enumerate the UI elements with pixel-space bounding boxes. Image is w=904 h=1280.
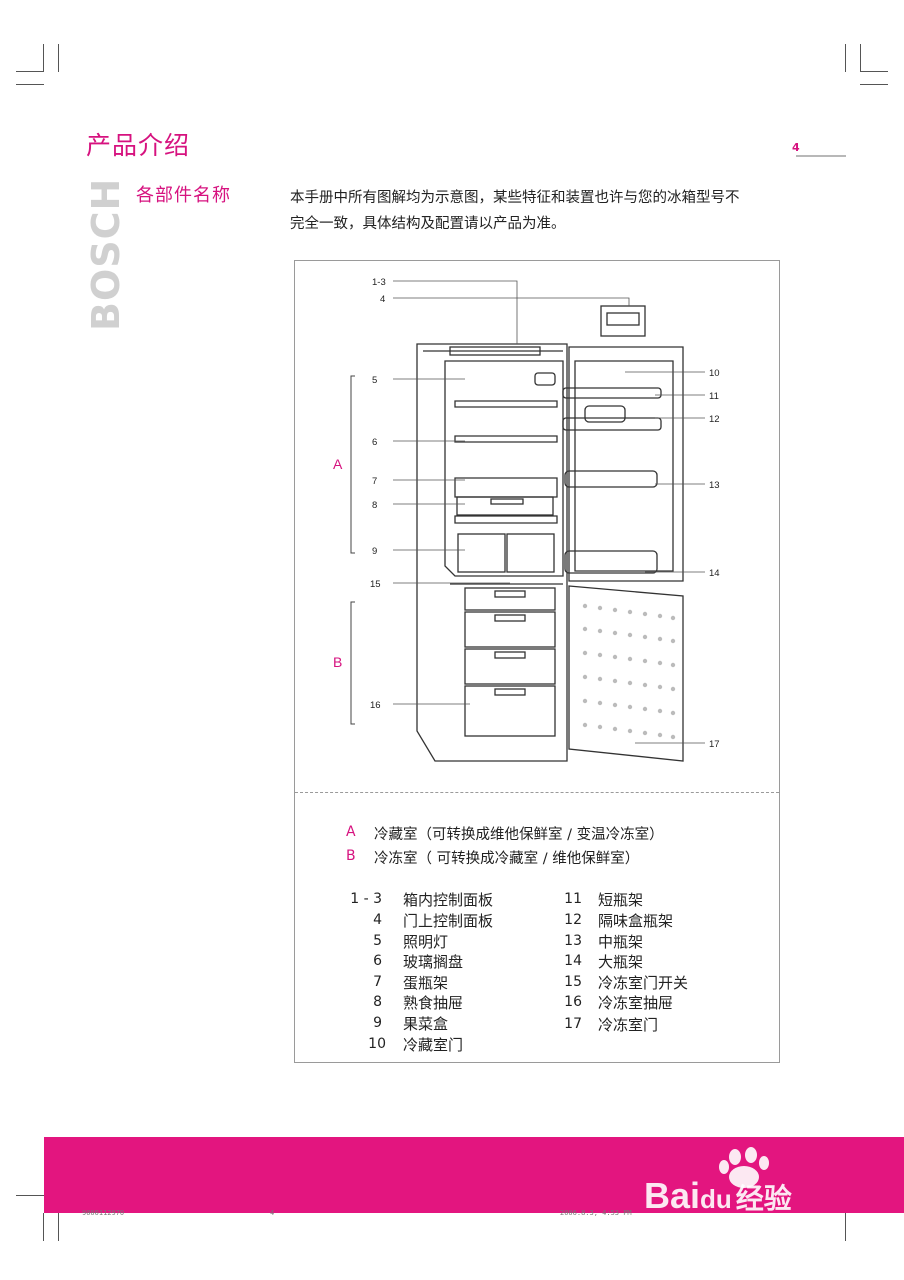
footer-page: 4 <box>270 1209 275 1217</box>
part-number: 5 <box>373 933 382 949</box>
part-name: 果菜盒 <box>403 1015 449 1033</box>
paw-icon <box>719 1147 769 1188</box>
crop-mark <box>58 44 59 72</box>
footer-band <box>44 1137 904 1213</box>
watermark-brand-du: du <box>700 1184 732 1214</box>
crop-mark <box>860 44 861 72</box>
intro-paragraph: 本手册中所有图解均为示意图，某些特征和装置也许与您的冰箱型号不 完全一致，具体结… <box>290 185 790 237</box>
part-name: 箱内控制面板 <box>403 891 494 909</box>
callout-label: 11 <box>709 391 719 402</box>
callout-label: 14 <box>709 568 720 579</box>
callout-label: 15 <box>370 579 381 590</box>
part-number: 11 <box>564 891 582 907</box>
part-name: 中瓶架 <box>598 933 644 951</box>
figure-frame <box>294 260 780 1063</box>
section-b-label: B <box>333 654 342 670</box>
footer-timestamp: 2006.8.3, 4:53 PM <box>560 1209 632 1217</box>
part-number: 10 <box>368 1036 386 1052</box>
callout-label: 6 <box>372 437 377 448</box>
watermark-cn: 经验 <box>735 1183 792 1214</box>
part-name: 门上控制面板 <box>403 912 494 930</box>
watermark-brand-text: Bai <box>644 1175 701 1216</box>
callout-label: 12 <box>709 414 720 425</box>
intro-line: 完全一致，具体结构及配置请以产品为准。 <box>290 216 566 232</box>
figure-divider <box>295 792 779 793</box>
crop-mark <box>16 84 44 85</box>
part-number: 12 <box>564 912 582 928</box>
part-name: 短瓶架 <box>598 891 644 909</box>
crop-mark <box>58 1213 59 1241</box>
crop-mark <box>16 1195 44 1196</box>
part-name: 熟食抽屉 <box>403 994 464 1012</box>
part-name: 冷冻室门 <box>598 1016 659 1034</box>
part-number: 13 <box>564 933 582 949</box>
part-number: 14 <box>564 953 582 969</box>
crop-mark <box>43 1213 44 1241</box>
part-name: 玻璃搁盘 <box>403 953 464 971</box>
page-number-rule <box>796 155 846 157</box>
callout-label: 9 <box>372 546 377 557</box>
callout-label: 5 <box>372 375 377 386</box>
part-number: 15 <box>564 974 582 990</box>
callout-label: 10 <box>709 368 720 379</box>
part-name: 隔味盒瓶架 <box>598 912 674 930</box>
intro-line: 本手册中所有图解均为示意图，某些特征和装置也许与您的冰箱型号不 <box>290 190 740 206</box>
legend-a-key: A <box>346 824 356 840</box>
section-subtitle: 各部件名称 <box>136 185 231 206</box>
legend-b-text: 冷冻室（ 可转换成冷藏室 / 维他保鲜室） <box>374 851 640 867</box>
part-number: 4 <box>373 912 382 928</box>
part-number: 16 <box>564 994 582 1010</box>
part-name: 冷冻室抽屉 <box>598 994 674 1012</box>
brand-logo: BOSCH <box>84 177 128 331</box>
footer-code: 9000112970 <box>82 1209 125 1217</box>
part-number: 7 <box>373 974 382 990</box>
crop-mark <box>860 84 888 85</box>
callout-label: 16 <box>370 700 381 711</box>
crop-mark <box>16 71 44 72</box>
callout-label: 17 <box>709 739 720 750</box>
legend-a-text: 冷藏室（可转换成维他保鲜室 / 变温冷冻室） <box>374 827 664 843</box>
callout-label: 8 <box>372 500 377 511</box>
callout-label: 13 <box>709 480 720 491</box>
crop-mark <box>43 44 44 72</box>
refrigerator-diagram: 1-3 4 5 6 7 8 9 15 16 10 11 12 13 14 17 … <box>333 277 720 762</box>
legend-b-key: B <box>346 848 356 864</box>
watermark-url: jingyan.baidu.com <box>648 1222 778 1239</box>
section-a-label: A <box>333 456 343 472</box>
part-name: 照明灯 <box>403 933 449 951</box>
part-number: 17 <box>564 1016 582 1032</box>
part-number: 9 <box>373 1015 382 1031</box>
crop-mark <box>860 71 888 72</box>
crop-mark <box>845 44 846 72</box>
part-name: 冷藏室门 <box>403 1036 464 1054</box>
page-number: 4 <box>792 141 800 154</box>
crop-mark <box>845 1213 846 1241</box>
part-number: 6 <box>373 953 382 969</box>
part-name: 冷冻室门开关 <box>598 974 689 992</box>
callout-label: 1-3 <box>372 277 386 288</box>
part-number: 1 - 3 <box>350 891 382 907</box>
part-number: 8 <box>373 994 382 1010</box>
callout-label: 4 <box>380 294 385 305</box>
callout-label: 7 <box>372 476 377 487</box>
page-title: 产品介绍 <box>86 131 191 160</box>
part-name: 大瓶架 <box>598 953 644 971</box>
part-name: 蛋瓶架 <box>403 974 449 992</box>
